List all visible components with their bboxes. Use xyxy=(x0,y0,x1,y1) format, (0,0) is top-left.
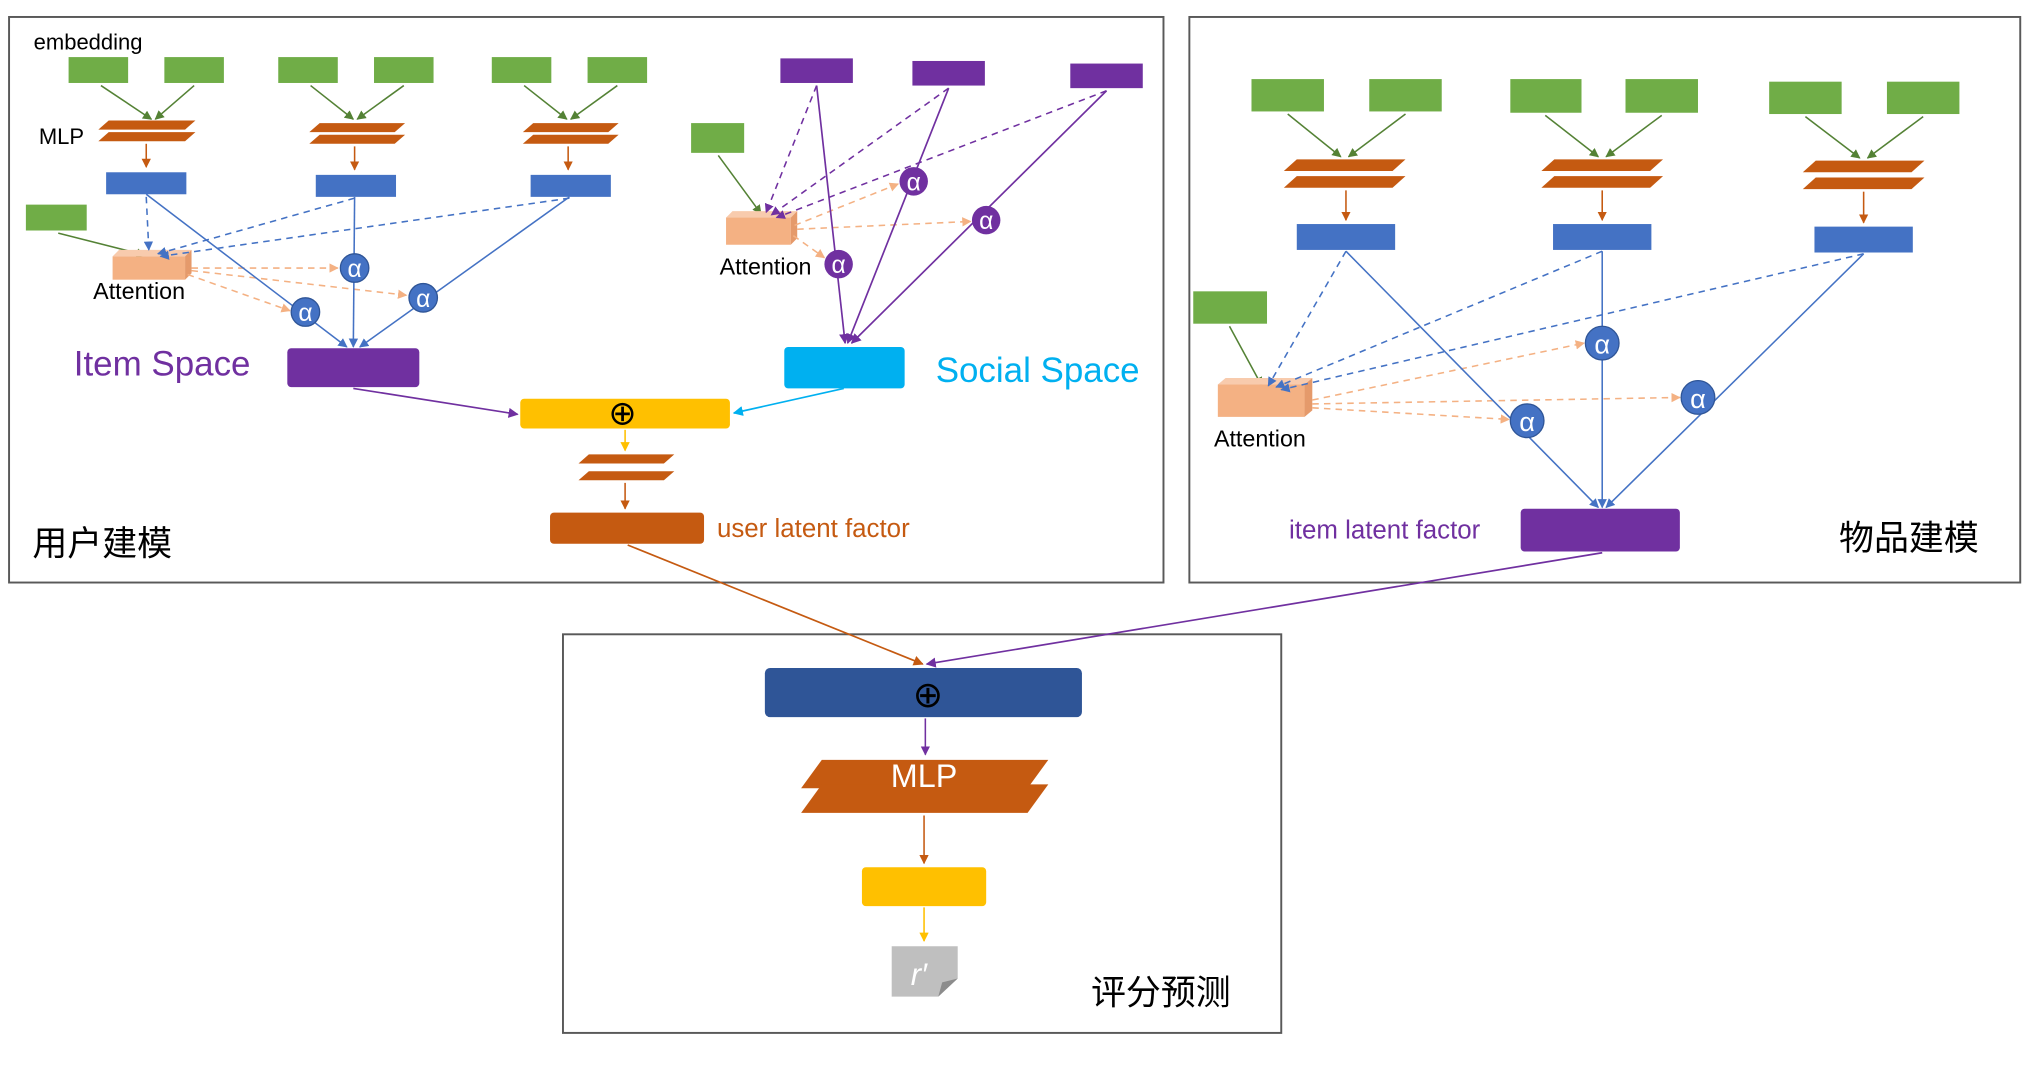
mlp-layer-icon xyxy=(98,120,196,142)
attention-label: Attention xyxy=(93,278,185,304)
attention-box xyxy=(112,249,192,280)
user-modeling-title: 用户建模 xyxy=(32,524,172,564)
item-modeling-title: 物品建模 xyxy=(1839,519,1979,559)
friend-embedding xyxy=(912,60,985,86)
item-vector xyxy=(530,174,611,197)
social-space-output xyxy=(784,346,905,389)
embedding-block xyxy=(1625,79,1698,113)
item-space-label: Item Space xyxy=(74,344,251,383)
alpha-weight: α xyxy=(1584,325,1620,361)
alpha-weight: α xyxy=(899,167,928,196)
item-modeling-panel xyxy=(1188,15,2022,584)
alpha-weight: α xyxy=(824,249,853,279)
final-concat-block xyxy=(764,667,1082,718)
attention-box xyxy=(726,211,798,245)
svg-text:α: α xyxy=(1594,328,1610,359)
alpha-weight: α xyxy=(1680,379,1716,415)
embedding-block xyxy=(374,57,434,83)
rating-output-icon: r′ xyxy=(891,946,958,997)
svg-text:α: α xyxy=(347,256,361,283)
item-embedding xyxy=(1193,291,1268,324)
svg-text:α: α xyxy=(979,208,993,235)
item-space-output xyxy=(287,348,420,388)
mlp-layer-icon xyxy=(522,123,619,144)
embedding-block xyxy=(1510,79,1582,113)
user-modeling-panel xyxy=(8,15,1165,584)
user-embedding xyxy=(691,123,745,153)
mlp-label: MLP xyxy=(39,124,84,149)
friend-embedding xyxy=(780,58,853,83)
attention-label: Attention xyxy=(720,254,812,280)
embedding-block xyxy=(164,57,224,83)
user-fusion: ⊕ xyxy=(353,387,844,544)
mlp-label: MLP xyxy=(891,758,958,794)
item-vector xyxy=(315,174,397,197)
rating-prediction-graph: ⊕ MLP r′ xyxy=(627,544,1603,997)
user-latent-factor-label: user latent factor xyxy=(717,515,910,543)
item-vector xyxy=(106,172,187,195)
alpha-weight: α xyxy=(408,282,439,313)
embedding-block xyxy=(491,57,552,83)
svg-text:α: α xyxy=(832,252,846,279)
user-vector xyxy=(1814,226,1913,253)
embedding-block xyxy=(1886,81,1960,115)
mlp-layer-icon xyxy=(1283,159,1406,188)
embedding-block xyxy=(1769,81,1842,115)
mlp-layer-icon xyxy=(1541,159,1664,188)
user-social-space: α α α xyxy=(691,58,1143,389)
user-item-space: α α α xyxy=(25,57,648,388)
rating-prediction-title: 评分预测 xyxy=(1091,973,1231,1013)
mlp-layer-icon xyxy=(578,454,675,481)
user-concat-block xyxy=(520,398,730,429)
embedding-block xyxy=(68,57,129,83)
item-modeling-graph: α α α xyxy=(1193,79,1960,552)
embedding-block xyxy=(1251,79,1324,112)
embedding-block xyxy=(278,57,338,83)
mlp-layer-icon xyxy=(309,123,406,144)
concat-symbol: ⊕ xyxy=(913,674,943,715)
svg-text:α: α xyxy=(1690,383,1706,414)
attention-box xyxy=(1217,378,1313,417)
concat-symbol: ⊕ xyxy=(608,396,636,433)
svg-text:α: α xyxy=(907,169,921,196)
user-vector xyxy=(1553,224,1652,250)
item-latent-factor-block xyxy=(1520,508,1680,552)
rating-symbol: r′ xyxy=(911,957,928,992)
mlp-layer-icon xyxy=(1802,160,1925,190)
svg-text:α: α xyxy=(1519,406,1535,437)
mlp-layer-icon xyxy=(801,759,1049,813)
alpha-weight: α xyxy=(1509,403,1545,439)
friend-embedding xyxy=(1070,63,1143,89)
embedding-block xyxy=(1369,79,1442,112)
svg-text:α: α xyxy=(416,286,430,313)
alpha-weight: α xyxy=(290,297,321,327)
prediction-output-block xyxy=(861,867,987,907)
user-latent-factor-block xyxy=(550,512,705,544)
attention-label: Attention xyxy=(1214,426,1306,452)
social-space-label: Social Space xyxy=(936,351,1140,390)
alpha-weight: α xyxy=(339,253,370,283)
alpha-weight: α xyxy=(971,205,1001,235)
svg-text:α: α xyxy=(298,300,312,327)
embedding-block xyxy=(587,57,648,83)
embedding-label: embedding xyxy=(34,29,143,54)
rating-prediction-panel xyxy=(562,633,1283,1034)
user-vector xyxy=(1296,224,1396,250)
item-latent-factor-label: item latent factor xyxy=(1289,517,1481,545)
user-embedding xyxy=(25,204,87,231)
